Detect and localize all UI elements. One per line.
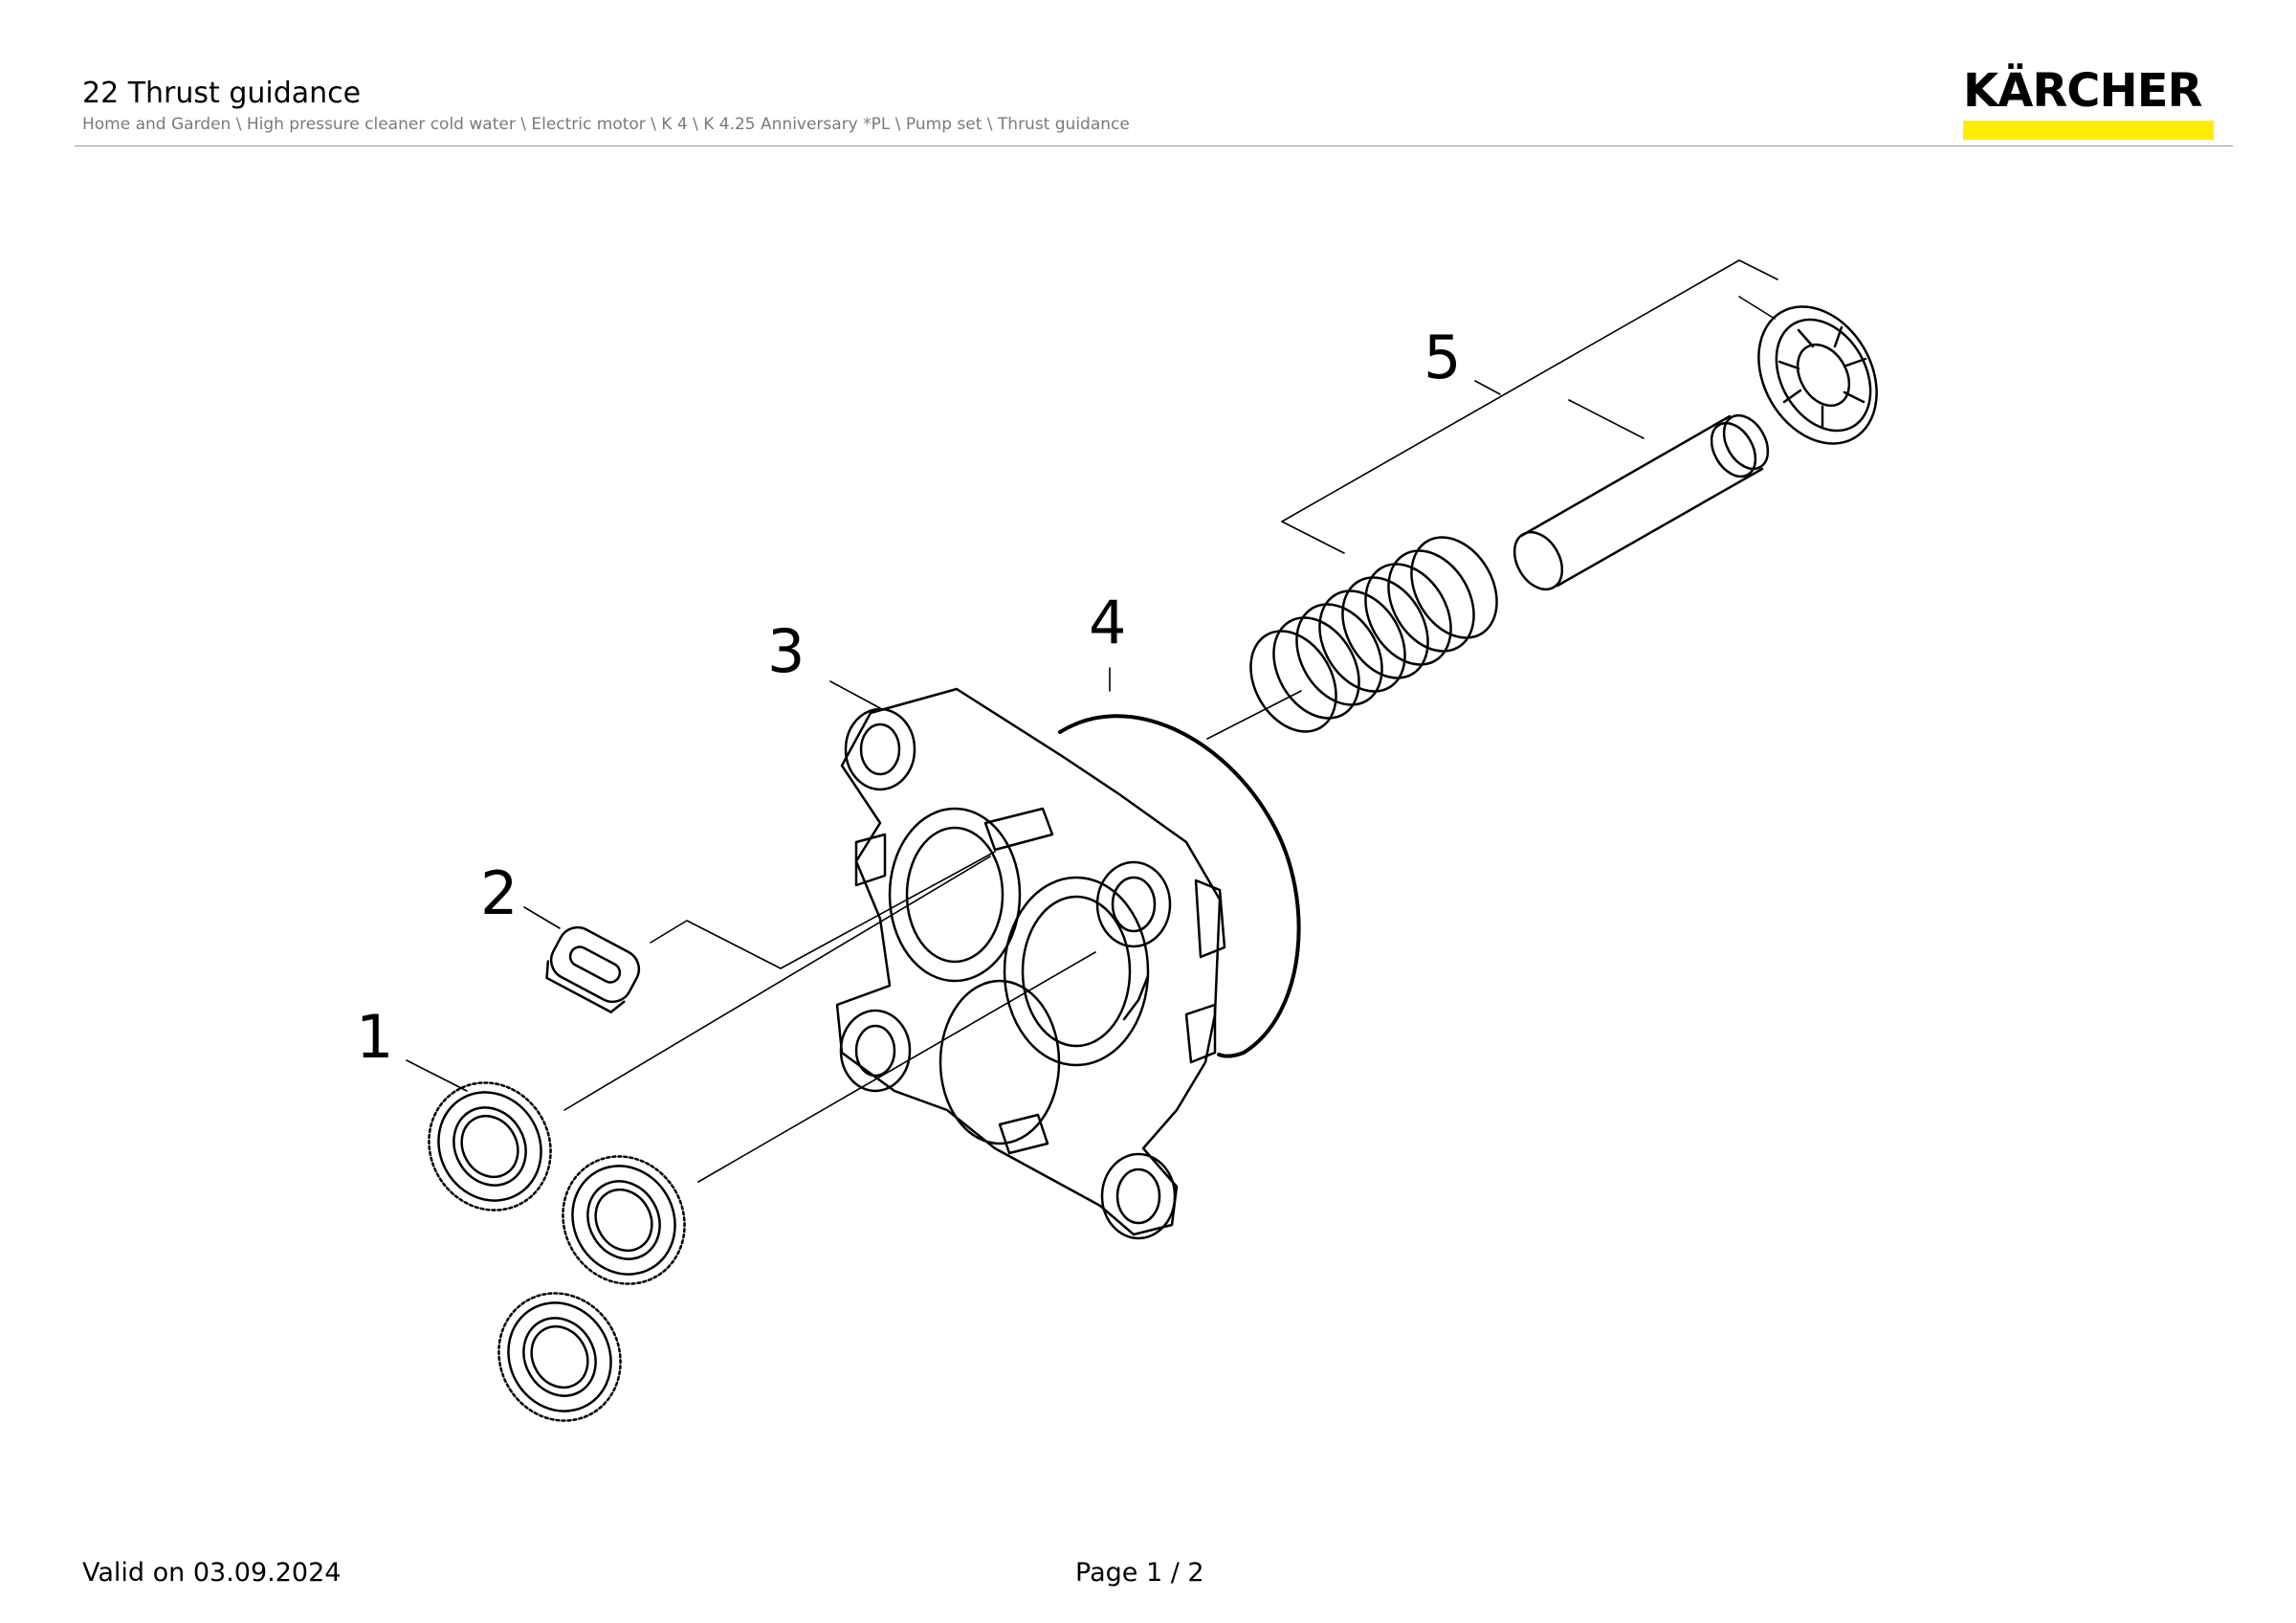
spring [1249, 536, 1498, 733]
part-2-clip [545, 925, 641, 1013]
logo-yellow-bar [1963, 121, 2214, 140]
breadcrumb: Home and Garden \ High pressure cleaner … [82, 115, 1130, 134]
karcher-logo: KÄRCHER [1963, 67, 2214, 140]
part-3-housing [835, 687, 1226, 1240]
callout-5: 5 [1424, 322, 1461, 392]
part-1-bearings [428, 1081, 686, 1422]
callout-3: 3 [767, 616, 805, 686]
retaining-disc [1757, 305, 1878, 445]
logo-wordmark: KÄRCHER [1963, 64, 2202, 118]
callout-1: 1 [356, 1002, 393, 1072]
leader-lines [406, 259, 1778, 1183]
piston-rod [1512, 413, 1770, 591]
part-4-o-ring [1058, 714, 1301, 1058]
callout-4: 4 [1089, 588, 1126, 657]
callout-2: 2 [480, 858, 518, 928]
page-number: Page 1 / 2 [1075, 1558, 1204, 1588]
valid-on-date: Valid on 03.09.2024 [82, 1558, 342, 1588]
page-title: 22 Thrust guidance [82, 77, 362, 110]
header-divider [75, 145, 2233, 146]
part-5-spring-assembly [1249, 305, 1878, 733]
